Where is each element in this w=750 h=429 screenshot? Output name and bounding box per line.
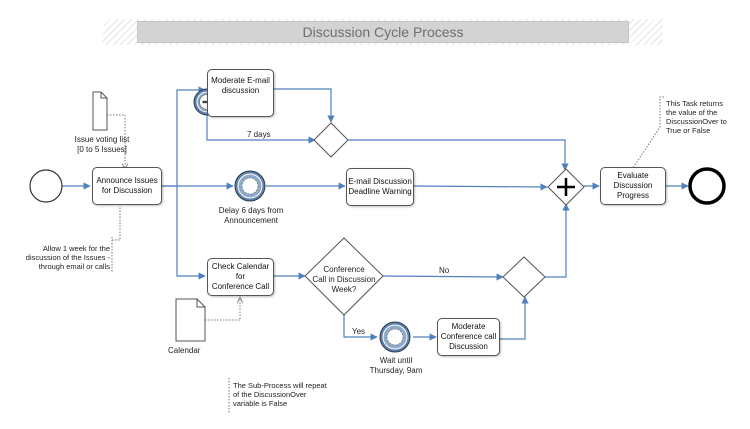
issue-voting-list-label: Issue voting list [0 to 5 Issues]	[74, 135, 130, 154]
page-title: Discussion Cycle Process	[137, 21, 629, 43]
annotation-allow-week: Allow 1 week for the discussion of the I…	[25, 244, 110, 271]
task-email-warning[interactable]: E-mail Discussion Deadline Warning	[346, 168, 414, 206]
conference-gateway-label: Conference Call in Discussion Week?	[312, 265, 376, 294]
title-banner: Discussion Cycle Process	[103, 19, 663, 45]
document-calendar[interactable]	[175, 298, 206, 342]
end-event[interactable]	[688, 167, 726, 205]
task-evaluate-progress[interactable]: Evaluate Discussion Progress	[600, 167, 666, 205]
wait-label: Wait until Thursday, 9am	[369, 356, 423, 375]
gateway-merge-conference[interactable]	[502, 256, 546, 298]
task-announce-issues-label: Announce Issues for Discussion	[96, 176, 158, 195]
start-event[interactable]	[29, 169, 63, 203]
yes-label: Yes	[352, 327, 366, 336]
task-moderate-email[interactable]: Moderate E-mail discussion	[207, 69, 274, 117]
document-issue-voting-list[interactable]	[92, 91, 108, 131]
task-moderate-conference-label: Moderate Conference call Discussion	[440, 322, 497, 351]
flow-moderate-conf-gateway	[500, 296, 529, 340]
gateway-conference[interactable]	[304, 237, 384, 316]
task-check-calendar-label: Check Calendar for Conference Call	[211, 262, 270, 291]
sequence-flows	[62, 86, 689, 341]
flow-gateway-parallel-2	[545, 203, 570, 278]
task-check-calendar[interactable]: Check Calendar for Conference Call	[207, 258, 274, 296]
flow-announce-moderate-email	[162, 86, 206, 187]
task-evaluate-progress-label: Evaluate Discussion Progress	[613, 171, 653, 200]
flow-email-warning-parallel	[413, 183, 548, 191]
timer-wait-event[interactable]	[379, 321, 411, 353]
association-task-returns	[632, 96, 664, 169]
annotation-subprocess: The Sub-Process will repeat of the Discu…	[233, 381, 327, 408]
delay-label: Delay 6 days from Announcement	[218, 206, 284, 225]
gateway-seven-days[interactable]	[313, 122, 349, 158]
task-email-warning-label: E-mail Discussion Deadline Warning	[348, 177, 412, 196]
annotation-task-returns: This Task returns the value of the Discu…	[666, 99, 727, 135]
timer-delay-event[interactable]	[234, 170, 266, 202]
flow-announce-check-calendar	[176, 186, 206, 280]
parallel-gateway[interactable]	[547, 168, 585, 206]
flow-gateway-parallel	[347, 139, 569, 171]
seven-days-label: 7 days	[247, 130, 271, 139]
flow-no	[382, 273, 504, 281]
flow-moderate-email-gateway	[274, 88, 335, 123]
association-issue-list	[107, 114, 125, 170]
associations	[107, 96, 664, 414]
task-moderate-conference[interactable]: Moderate Conference call Discussion	[437, 318, 500, 356]
task-announce-issues[interactable]: Announce Issues for Discussion	[92, 167, 162, 205]
calendar-label: Calendar	[168, 346, 201, 355]
flow-timer-boundary-gateway	[206, 111, 316, 144]
association-allow-week	[112, 207, 121, 241]
flow-yes	[343, 314, 378, 341]
task-moderate-email-label: Moderate E-mail discussion	[211, 76, 270, 95]
no-label: No	[439, 266, 450, 275]
association-calendar	[205, 297, 240, 321]
